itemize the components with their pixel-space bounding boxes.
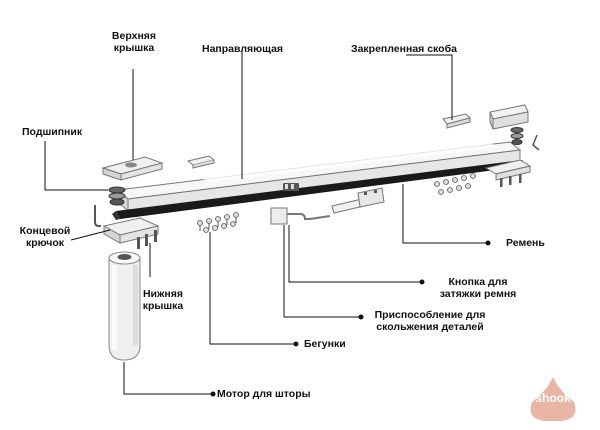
brand-logo: shook [527, 376, 579, 420]
label-end-hook-line1: Концевой [19, 225, 71, 237]
bearing-icon [108, 186, 126, 206]
label-top-cover-line1: Верхняя [111, 30, 157, 42]
leader-lines [44, 51, 488, 395]
label-top-cover-line2: крышка [113, 42, 155, 54]
motor-icon [108, 251, 141, 361]
label-slide-device: Приспособление для скольжения деталей [368, 309, 492, 333]
label-bearing: Подшипник [22, 126, 83, 138]
label-bottom-cover-line2: крышка [142, 300, 184, 312]
label-end-hook: Концевой крючок [18, 225, 72, 249]
label-belt: Ремень [506, 237, 545, 249]
end-hook-right-icon [532, 134, 540, 151]
tension-button-icon [270, 207, 331, 225]
slide-device-icon [331, 187, 385, 214]
label-tension-button-line1: Кнопка для [448, 276, 508, 288]
label-fixed-bracket: Закрепленная скоба [351, 43, 457, 55]
tension-screw-icon [283, 183, 299, 191]
runners-left-icon [197, 212, 239, 233]
label-runners: Бегунки [304, 338, 346, 350]
label-tension-button-line2: затяжки ремня [439, 288, 517, 300]
label-end-hook-line2: крючок [25, 237, 64, 249]
brand-logo-text: shook [535, 391, 571, 405]
label-top-cover: Верхняя крышка [106, 30, 162, 54]
label-bottom-cover-line1: Нижняя [142, 288, 184, 300]
top-cover-right [489, 104, 529, 130]
label-guide: Направляющая [202, 43, 284, 55]
end-hook-icon [94, 205, 101, 227]
runners-right-icon [434, 173, 476, 195]
guide-rail [116, 141, 522, 213]
bottom-cover-right [484, 159, 532, 187]
fixed-bracket-icon [442, 113, 471, 129]
label-motor: Мотор для шторы [217, 388, 311, 400]
leader-dots [210, 240, 491, 397]
label-tension-button: Кнопка для затяжки ремня [428, 276, 528, 300]
label-slide-device-line1: Приспособление для [374, 309, 486, 321]
shook-logo [530, 377, 576, 421]
bearing-right-icon [510, 127, 524, 145]
bottom-cover-left [102, 217, 160, 249]
clip-icon [186, 155, 216, 169]
belt [112, 160, 526, 220]
label-bottom-cover: Нижняя крышка [140, 288, 186, 312]
top-cover-left [101, 156, 164, 181]
label-slide-device-line2: скольжения деталей [376, 321, 484, 333]
